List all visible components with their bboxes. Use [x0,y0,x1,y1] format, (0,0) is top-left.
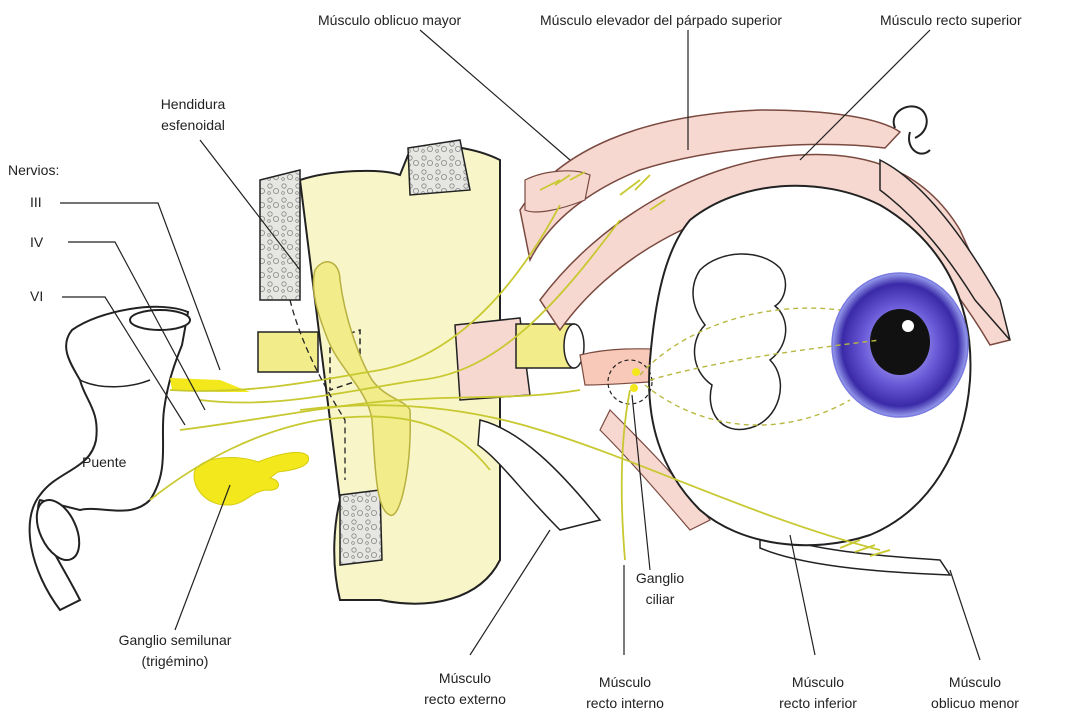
label-recto-inferior-line1: Músculo [748,672,888,693]
iris [832,273,968,417]
label-oblicuo-menor-line2: oblicuo menor [905,693,1045,714]
label-ganglio-semilunar-line2: (trigémino) [75,651,275,672]
label-nervio-vi: VI [30,286,43,307]
label-ganglio-semilunar: Ganglio semilunar (trigémino) [75,630,275,672]
label-ganglio-ciliar-line2: ciliar [620,589,700,610]
label-hendidura-esfenoidal: Hendidura esfenoidal [138,94,248,136]
label-hendidura-line1: Hendidura [138,94,248,115]
label-oblicuo-mayor: Músculo oblicuo mayor [318,10,461,31]
semilunar-ganglion [194,452,309,505]
label-nervios: Nervios: [8,160,59,181]
label-recto-inferior-line2: recto inferior [748,693,888,714]
label-recto-interno-line1: Músculo [555,672,695,693]
label-recto-inferior: Músculo recto inferior [748,672,888,714]
label-recto-interno: Músculo recto interno [555,672,695,714]
label-puente: Puente [82,452,126,473]
label-recto-externo-line2: recto externo [395,689,535,710]
label-nervio-iv: IV [30,232,43,253]
label-hendidura-line2: esfenoidal [138,115,248,136]
label-oblicuo-menor: Músculo oblicuo menor [905,672,1045,714]
label-ganglio-ciliar-line1: Ganglio [620,568,700,589]
label-ganglio-semilunar-line1: Ganglio semilunar [75,630,275,651]
label-recto-externo: Músculo recto externo [395,668,535,710]
label-recto-externo-line1: Músculo [395,668,535,689]
label-ganglio-ciliar: Ganglio ciliar [620,568,700,610]
label-elevador-parpado: Músculo elevador del párpado superior [540,10,782,31]
trochlea [894,106,930,153]
label-nervio-iii: III [30,192,42,213]
label-recto-superior: Músculo recto superior [880,10,1022,31]
label-oblicuo-menor-line1: Músculo [905,672,1045,693]
label-recto-interno-line2: recto interno [555,693,695,714]
